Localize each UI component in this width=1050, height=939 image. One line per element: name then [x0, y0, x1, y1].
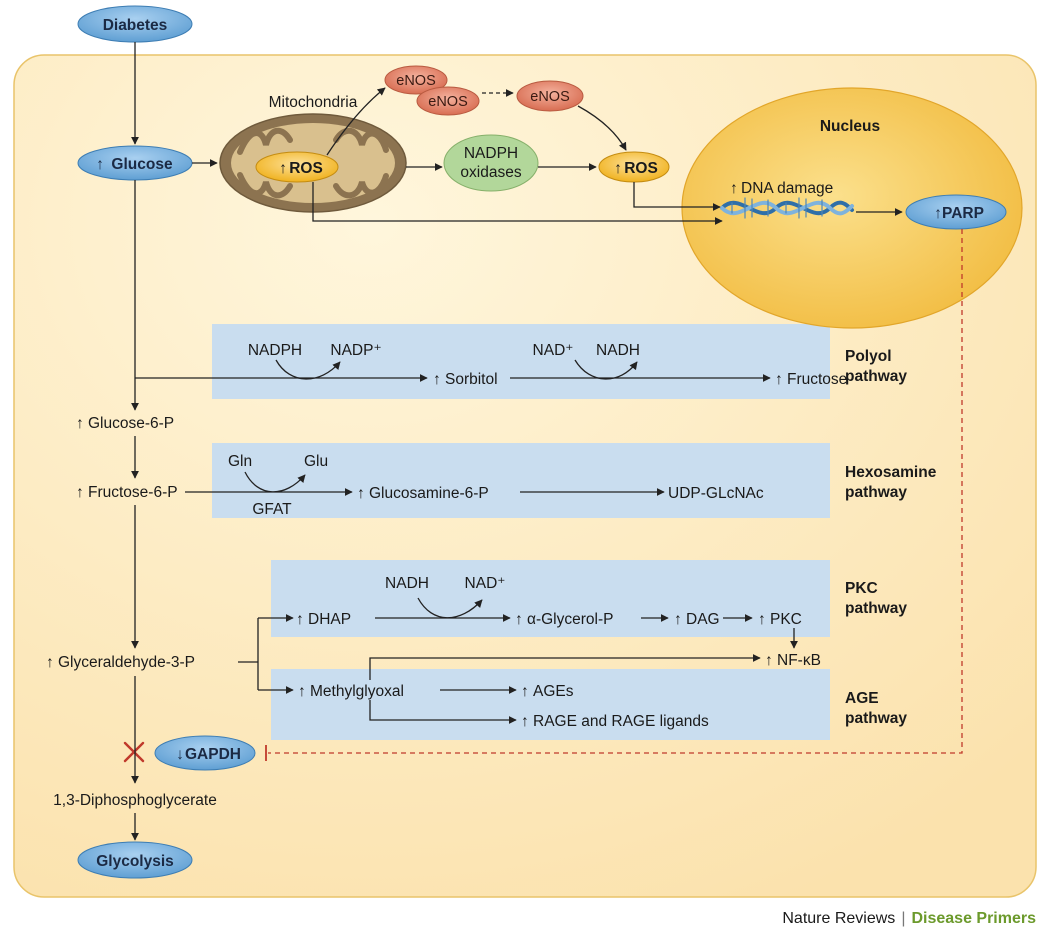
glycolysis-label: Glycolysis	[96, 853, 174, 870]
gapdh-node	[154, 735, 256, 771]
glucose-label: Glucose	[111, 156, 173, 173]
dhap-up-arrow: ↑	[296, 611, 304, 628]
ros-up-arrow: ↑	[614, 160, 622, 177]
pkc-nadh: NADH	[385, 575, 429, 592]
mitochondria-label: Mitochondria	[269, 94, 358, 111]
arrow-nad-nadh	[574, 359, 638, 380]
parp-label: PARP	[942, 205, 984, 222]
fructose-label: Fructose	[787, 371, 847, 388]
methylglyoxal-up-arrow: ↑	[298, 683, 306, 700]
hexosamine-title-1: Hexosamine	[845, 464, 937, 481]
arrow-ros-enos	[326, 87, 386, 156]
dna-helix-icon	[720, 197, 854, 219]
glyceraldehyde3p-up-arrow: ↑	[46, 654, 54, 671]
polyol-pathway-box	[212, 324, 830, 399]
enos-label-2: eNOS	[428, 94, 468, 110]
polyol-nadph: NADPH	[248, 342, 302, 359]
polyol-title-1: Polyol	[845, 348, 892, 365]
glucosamine-label: Glucosamine-6-P	[369, 485, 489, 502]
arrow-nadh-nad	[417, 597, 483, 619]
dna-damage-up-arrow: ↑	[730, 180, 738, 197]
journal-credit: Nature Reviews | Disease Primers	[782, 910, 1036, 928]
nadph-oxidases-line1: NADPH	[464, 145, 518, 162]
ros-mitochondria-node	[255, 151, 339, 183]
hexosamine-gln: Gln	[228, 453, 252, 470]
dhap-label: DHAP	[308, 611, 351, 628]
hexosamine-glu: Glu	[304, 453, 328, 470]
pkc-label: PKC	[770, 611, 802, 628]
parp-inhibits-gapdh	[268, 229, 963, 754]
dna-damage-label: DNA damage	[741, 180, 833, 197]
polyol-nadh: NADH	[596, 342, 640, 359]
arrow-gln-glu	[244, 471, 306, 493]
arrow-mito-ros-dna	[312, 182, 723, 225]
series-name: Disease Primers	[911, 910, 1036, 927]
ros-mitochondria-label: ROS	[289, 160, 323, 177]
glycerol-label: α-Glycerol-P	[527, 611, 613, 628]
ages-label: AGEs	[533, 683, 574, 700]
glucose6p-label: Glucose-6-P	[88, 415, 174, 432]
glyceraldehyde3p-label: Glyceraldehyde-3-P	[58, 654, 195, 671]
fructose6p-up-arrow: ↑	[76, 484, 84, 501]
pkc-pathway-box	[271, 560, 830, 637]
rage-label: RAGE and RAGE ligands	[533, 713, 709, 730]
sorbitol-label: Sorbitol	[445, 371, 498, 388]
arrow-methylglyoxal-rage	[369, 700, 517, 724]
glycerol-up-arrow: ↑	[515, 611, 523, 628]
enos-node-3	[516, 80, 584, 112]
gapdh-label: GAPDH	[185, 746, 241, 763]
credit-separator: |	[901, 910, 906, 927]
arrow-methylglyoxal-nfkb	[369, 654, 761, 680]
ros-label: ROS	[624, 160, 658, 177]
arrow-enos-ros	[577, 105, 627, 151]
gapdh-down-arrow: ↓	[176, 746, 184, 763]
enos-label-1: eNOS	[396, 73, 436, 89]
publisher-name: Nature Reviews	[782, 910, 896, 927]
fructose-up-arrow: ↑	[775, 371, 783, 388]
pkc-title-1: PKC	[845, 580, 878, 597]
rage-up-arrow: ↑	[521, 713, 529, 730]
enos-node-1	[384, 65, 448, 95]
diphosphoglycerate-label: 1,3-Diphosphoglycerate	[53, 792, 217, 809]
parp-node	[905, 194, 1007, 230]
arrow-nadph-nadp	[275, 359, 341, 380]
pkc-up-arrow: ↑	[758, 611, 766, 628]
age-title-1: AGE	[845, 690, 879, 707]
pkc-nad: NAD⁺	[465, 575, 506, 592]
arrow-ros-dna	[633, 182, 721, 211]
glucose-up-arrow: ↑	[96, 156, 104, 173]
nadph-oxidases-node	[443, 134, 539, 192]
hexosamine-pathway-box	[212, 443, 830, 518]
block-x-icon	[123, 741, 145, 763]
hexosamine-title-2: pathway	[845, 484, 907, 501]
glycolysis-node	[77, 841, 193, 879]
nucleus-label: Nucleus	[820, 118, 880, 135]
polyol-title-2: pathway	[845, 368, 907, 385]
enos-node-2	[416, 86, 480, 116]
pkc-title-2: pathway	[845, 600, 907, 617]
sorbitol-up-arrow: ↑	[433, 371, 441, 388]
nfkb-label: NF-κB	[777, 652, 821, 669]
udp-glcnac-label: UDP-GLcNAc	[668, 485, 764, 502]
age-pathway-box	[271, 669, 830, 740]
parp-up-arrow: ↑	[934, 205, 942, 222]
polyol-nadp: NADP⁺	[330, 342, 381, 359]
nfkb-up-arrow: ↑	[765, 652, 773, 669]
diabetes-label: Diabetes	[103, 17, 168, 34]
age-title-2: pathway	[845, 710, 907, 727]
enos-label-3: eNOS	[530, 89, 570, 105]
fructose6p-label: Fructose-6-P	[88, 484, 178, 501]
hexosamine-gfat: GFAT	[252, 501, 292, 518]
ros-mito-up-arrow: ↑	[279, 160, 287, 177]
polyol-nad: NAD⁺	[533, 342, 574, 359]
glucosamine-up-arrow: ↑	[357, 485, 365, 502]
nadph-oxidases-line2: oxidases	[460, 164, 521, 181]
glucose6p-up-arrow: ↑	[76, 415, 84, 432]
ages-up-arrow: ↑	[521, 683, 529, 700]
methylglyoxal-label: Methylglyoxal	[310, 683, 404, 700]
dag-label: DAG	[686, 611, 720, 628]
dag-up-arrow: ↑	[674, 611, 682, 628]
